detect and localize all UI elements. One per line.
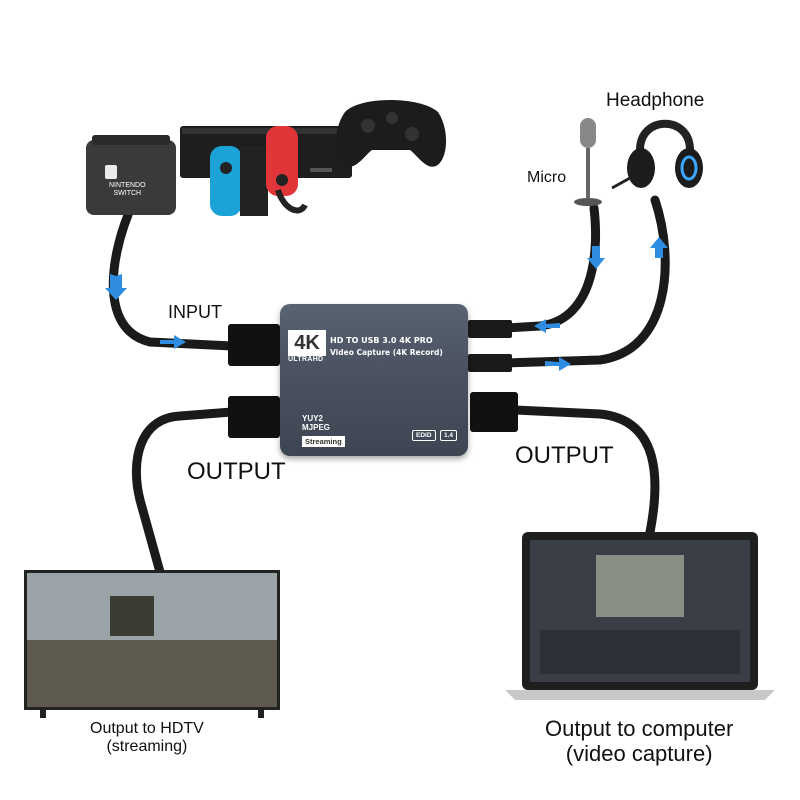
hdmi-output-plug-left	[228, 396, 280, 438]
micro-label: Micro	[527, 169, 567, 186]
output-label-left: OUTPUT	[187, 458, 286, 485]
switch-brand-line2: SWITCH	[113, 190, 142, 197]
edid-label: EDID	[412, 430, 436, 441]
arrow-headphone-up	[650, 237, 668, 258]
switch-brand: NINTENDO SWITCH	[109, 182, 146, 198]
streaming-badge: Streaming	[302, 436, 345, 447]
device-title: HD TO USB 3.0 4K PRO	[330, 336, 433, 345]
headphone-audio-jack	[468, 354, 512, 372]
joy-cons	[210, 126, 308, 216]
headphone	[611, 119, 703, 190]
pc-caption-line2: (video capture)	[565, 741, 713, 766]
device-4k-logo: 4K	[288, 330, 326, 356]
arrow-headphone-right	[545, 357, 571, 371]
laptop-cable	[510, 405, 660, 537]
arrow-mic-left	[534, 319, 560, 333]
edid-version: 1.4	[440, 430, 458, 441]
xbox-controller	[336, 100, 447, 167]
device-ultrahd-label: ULTRAHD	[288, 356, 324, 363]
switch-brand-line1: NINTENDO	[109, 182, 146, 189]
signal-arrows	[105, 237, 668, 371]
headphone-cable	[465, 195, 670, 369]
hdmi-output-plug-right	[470, 392, 518, 432]
nintendo-switch-dock	[86, 135, 176, 215]
input-label: INPUT	[168, 302, 222, 322]
hdtv-caption-line1: Output to HDTV	[90, 720, 204, 737]
arrow-mic-down	[587, 246, 605, 269]
format-yuy2: YUY2	[302, 414, 323, 423]
mic-audio-jack	[468, 320, 512, 338]
format-mjpeg: MJPEG	[302, 423, 331, 432]
arrow-input-right	[160, 335, 186, 349]
device-subtitle: Video Capture (4K Record)	[330, 348, 443, 357]
hdtv-caption-line2: (streaming)	[106, 738, 188, 755]
hdmi-input-plug	[228, 324, 280, 366]
laptop	[505, 532, 775, 700]
device-formats: YUY2 MJPEG	[302, 414, 330, 432]
output-label-right: OUTPUT	[515, 442, 614, 469]
hdtv-caption: Output to HDTV (streaming)	[90, 720, 204, 756]
input-cable	[108, 210, 237, 351]
pc-caption: Output to computer (video capture)	[545, 716, 733, 766]
pc-caption-line1: Output to computer	[545, 716, 734, 741]
hdtv	[24, 570, 280, 718]
mic-cable	[465, 203, 601, 335]
microphone	[574, 118, 602, 206]
hdtv-cable	[131, 407, 237, 577]
headphone-label: Headphone	[606, 90, 705, 111]
arrow-input-down	[105, 274, 127, 300]
capture-device: 4K ULTRAHD HD TO USB 3.0 4K PRO Video Ca…	[280, 304, 468, 456]
